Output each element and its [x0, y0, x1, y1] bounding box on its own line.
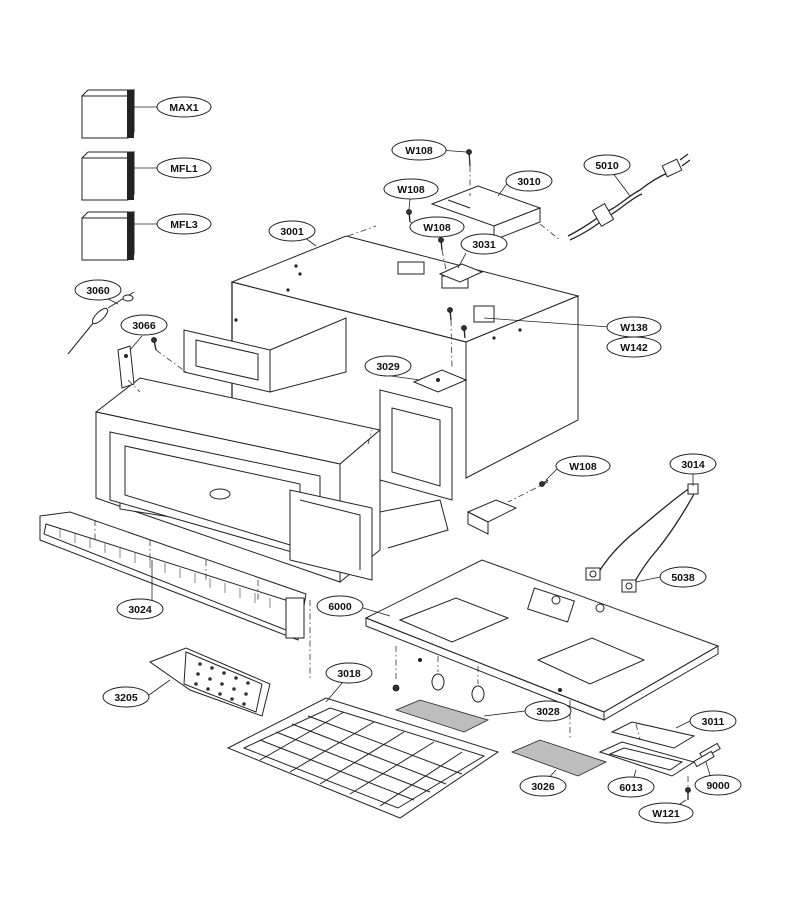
plate-3029 — [412, 369, 468, 393]
svg-text:3026: 3026 — [531, 781, 555, 793]
damper-bracket — [466, 499, 518, 535]
tag-w108-right: W108 — [555, 455, 611, 477]
filter-3026 — [510, 739, 608, 777]
tag-3028: 3028 — [524, 700, 572, 722]
tag-w138: W138 — [606, 316, 662, 338]
svg-text:9000: 9000 — [706, 780, 730, 792]
svg-text:3031: 3031 — [472, 239, 496, 251]
tag-3018: 3018 — [325, 662, 373, 684]
thermal-fuse-3060 — [67, 291, 135, 355]
svg-text:W142: W142 — [620, 342, 648, 354]
svg-text:3028: 3028 — [536, 706, 560, 718]
tag-w108-top: W108 — [391, 139, 447, 161]
svg-text:3011: 3011 — [702, 716, 725, 728]
tag-mfl1: MFL1 — [156, 157, 212, 179]
svg-text:3029: 3029 — [376, 361, 400, 373]
filter-3028 — [394, 699, 490, 733]
tag-5010: 5010 — [583, 154, 631, 176]
harness-3014 — [597, 483, 699, 587]
tag-w142: W142 — [606, 336, 662, 358]
svg-text:3001: 3001 — [280, 226, 304, 238]
outer-case-3001 — [230, 235, 580, 479]
svg-text:W121: W121 — [652, 808, 680, 820]
svg-text:MAX1: MAX1 — [169, 102, 198, 114]
svg-text:W108: W108 — [405, 145, 433, 157]
base-plate-6000 — [364, 559, 720, 721]
svg-text:3024: 3024 — [128, 604, 152, 616]
svg-text:3010: 3010 — [517, 176, 541, 188]
svg-text:5038: 5038 — [671, 572, 695, 584]
rack-3018 — [226, 697, 500, 819]
manual-pack-max1 — [81, 88, 135, 139]
tag-w121: W121 — [638, 802, 694, 824]
svg-text:3018: 3018 — [337, 668, 361, 680]
tag-w108-mid: W108 — [409, 216, 465, 238]
svg-text:3066: 3066 — [132, 320, 156, 332]
tag-max1: MAX1 — [156, 96, 212, 118]
tag-3029: 3029 — [364, 355, 412, 377]
tag-3011: 3011 — [689, 710, 737, 732]
tag-3024: 3024 — [116, 598, 164, 620]
svg-text:W108: W108 — [397, 184, 425, 196]
svg-text:MFL1: MFL1 — [170, 163, 198, 175]
svg-text:3014: 3014 — [681, 459, 705, 471]
tag-3205: 3205 — [102, 686, 150, 708]
svg-text:MFL3: MFL3 — [170, 219, 198, 231]
lamp-cover-6013 — [598, 741, 696, 777]
plate-3031 — [438, 263, 484, 283]
svg-text:3205: 3205 — [114, 692, 138, 704]
tag-3031: 3031 — [460, 233, 508, 255]
svg-text:6000: 6000 — [328, 601, 352, 613]
svg-text:6013: 6013 — [619, 782, 643, 794]
lamp-sockets — [392, 673, 485, 703]
svg-text:W108: W108 — [423, 222, 451, 234]
tag-w108-left: W108 — [383, 178, 439, 200]
lens-3011 — [610, 721, 696, 749]
screws — [151, 149, 691, 800]
tag-9000: 9000 — [694, 774, 742, 796]
switches-5038 — [585, 567, 637, 593]
tag-3001: 3001 — [268, 220, 316, 242]
tag-3026: 3026 — [519, 775, 567, 797]
svg-text:5010: 5010 — [595, 160, 619, 172]
svg-text:3060: 3060 — [86, 285, 110, 297]
power-cord-5010 — [567, 153, 691, 241]
tag-3014: 3014 — [669, 453, 717, 475]
svg-text:W108: W108 — [569, 461, 597, 473]
tag-6000: 6000 — [316, 595, 364, 617]
tag-3010: 3010 — [505, 170, 553, 192]
manual-pack-mfl3 — [81, 210, 135, 261]
grille-3024 — [39, 511, 307, 641]
tag-6013: 6013 — [607, 776, 655, 798]
tag-mfl3: MFL3 — [156, 213, 212, 235]
tag-5038: 5038 — [659, 566, 707, 588]
cavity-assembly — [94, 317, 453, 584]
tag-3066: 3066 — [120, 314, 168, 336]
bracket-3205 — [148, 647, 271, 717]
tag-3060: 3060 — [74, 279, 122, 301]
svg-text:W138: W138 — [620, 322, 648, 334]
lamps-9000 — [693, 742, 721, 768]
manual-pack-mfl1 — [81, 150, 135, 201]
